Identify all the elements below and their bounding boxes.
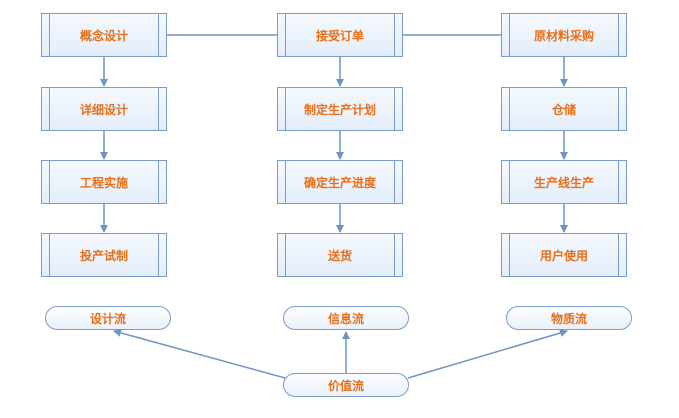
- step-label: 确定生产进度: [303, 175, 376, 190]
- flow-label: 价值流: [327, 378, 364, 393]
- step-label: 接受订单: [315, 28, 364, 43]
- step-accept-order: 接受订单: [277, 13, 403, 57]
- step-delivery: 送货: [277, 233, 403, 277]
- step-label: 详细设计: [79, 102, 128, 117]
- flow-label: 信息流: [327, 311, 364, 326]
- step-label: 制定生产计划: [303, 102, 376, 117]
- step-label: 送货: [327, 248, 352, 263]
- flow-design-pill: 设计流: [45, 306, 171, 330]
- step-label: 用户使用: [539, 248, 588, 263]
- step-trial-production: 投产试制: [41, 233, 167, 277]
- step-production-plan: 制定生产计划: [277, 87, 403, 131]
- step-concept-design: 概念设计: [41, 13, 167, 57]
- flow-info-pill: 信息流: [283, 306, 409, 330]
- step-label: 投产试制: [79, 248, 128, 263]
- flow-material-pill: 物质流: [506, 306, 632, 330]
- step-warehousing: 仓储: [501, 87, 627, 131]
- step-label: 概念设计: [79, 28, 128, 43]
- flow-label: 设计流: [89, 311, 126, 326]
- step-detailed-design: 详细设计: [41, 87, 167, 131]
- step-engineering: 工程实施: [41, 160, 167, 204]
- step-label: 原材料采购: [533, 28, 594, 43]
- step-raw-material-purchase: 原材料采购: [501, 13, 627, 57]
- step-label: 仓储: [551, 102, 576, 117]
- step-line-production: 生产线生产: [501, 160, 627, 204]
- step-label: 工程实施: [79, 175, 128, 190]
- step-production-schedule: 确定生产进度: [277, 160, 403, 204]
- arrow-value-design: [113, 328, 286, 379]
- flow-label: 物质流: [550, 311, 587, 326]
- flow-value-pill: 价值流: [283, 373, 409, 397]
- step-user-use: 用户使用: [501, 233, 627, 277]
- arrow-value-material: [407, 329, 568, 379]
- step-label: 生产线生产: [533, 175, 594, 190]
